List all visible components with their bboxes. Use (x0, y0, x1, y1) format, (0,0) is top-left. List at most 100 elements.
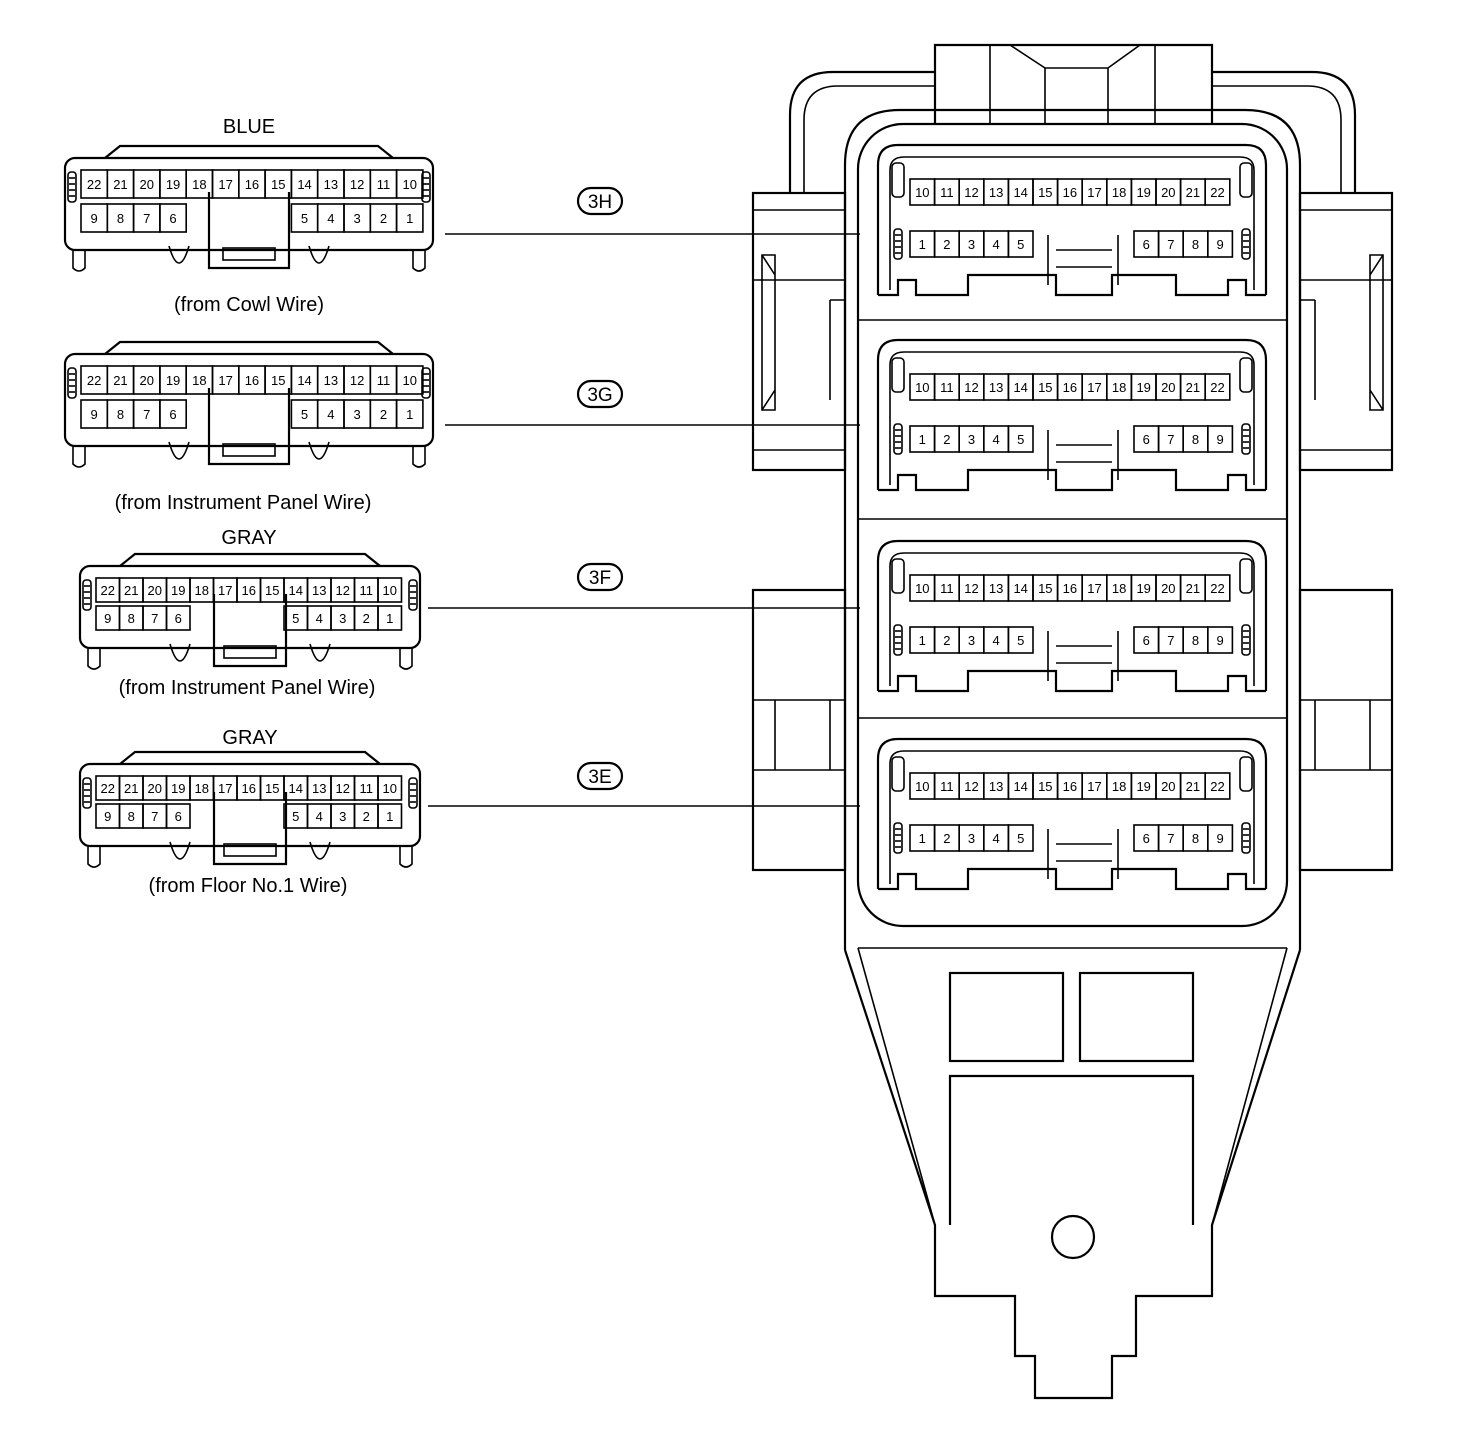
pin-number: 20 (1161, 581, 1175, 596)
pin-number: 22 (101, 583, 115, 598)
lock-stripe (67, 171, 77, 203)
pin-number: 17 (1087, 779, 1101, 794)
pin-number: 18 (192, 177, 206, 192)
guide-rail (1239, 558, 1253, 594)
pin-number: 20 (1161, 779, 1175, 794)
lock-stripe (1241, 423, 1251, 455)
guide-rail (891, 558, 905, 594)
pin-number: 22 (1210, 581, 1224, 596)
pin-cell (395, 365, 424, 395)
pin-number: 10 (915, 380, 929, 395)
pin-number: 7 (143, 211, 150, 226)
pin-number: 9 (104, 611, 111, 626)
pin-number: 11 (360, 781, 374, 796)
pin-number: 13 (324, 373, 338, 388)
pin-number: 6 (169, 407, 176, 422)
pin-number: 11 (377, 373, 391, 388)
lock-stripe (67, 367, 77, 399)
pin-number: 2 (943, 633, 950, 648)
pin-number: 13 (989, 380, 1003, 395)
pin-number: 21 (1186, 185, 1200, 200)
badge-3f-label: 3F (589, 568, 611, 589)
pin-number: 2 (943, 237, 950, 252)
pin-number: 6 (175, 611, 182, 626)
pin-number: 8 (117, 211, 124, 226)
pin-number: 18 (192, 373, 206, 388)
pin-number: 18 (1112, 380, 1126, 395)
pin-number: 11 (360, 583, 374, 598)
pin-number: 14 (1013, 779, 1027, 794)
pin-number: 5 (1017, 633, 1024, 648)
plug-body (63, 156, 435, 252)
pin-cell (165, 803, 191, 829)
pin-number: 4 (316, 611, 323, 626)
junction-block (751, 43, 1394, 1400)
latch-tab (222, 247, 276, 261)
pin-cell (1204, 574, 1231, 602)
pin-number: 18 (1112, 185, 1126, 200)
socket-housing (876, 338, 1268, 490)
pin-cell (1007, 230, 1034, 258)
pin-number: 22 (101, 781, 115, 796)
socket-housing (876, 143, 1268, 295)
pin-number: 11 (940, 380, 954, 395)
pin-number: 3 (968, 432, 975, 447)
pin-number: 4 (327, 407, 334, 422)
pin-number: 15 (265, 583, 279, 598)
pin-number: 10 (383, 781, 397, 796)
pin-number: 5 (1017, 237, 1024, 252)
pin-number: 16 (1063, 380, 1077, 395)
pin-number: 14 (289, 781, 303, 796)
pin-number: 17 (1087, 185, 1101, 200)
plug-body (63, 352, 435, 448)
plug-body (78, 762, 422, 848)
pin-number: 17 (218, 583, 232, 598)
pin-number: 17 (218, 177, 232, 192)
pin-number: 15 (1038, 779, 1052, 794)
pin-number: 5 (292, 809, 299, 824)
pin-number: 9 (1216, 432, 1223, 447)
pin-number: 15 (1038, 581, 1052, 596)
guide-rail (891, 162, 905, 198)
pin-number: 4 (992, 633, 999, 648)
pin-number: 9 (104, 809, 111, 824)
badge-3g: 3G (576, 379, 624, 409)
badge-3h-label: 3H (588, 192, 612, 213)
lock-stripe (893, 822, 903, 854)
socket-housing (876, 737, 1268, 889)
pin-number: 22 (87, 177, 101, 192)
pin-number: 9 (1216, 831, 1223, 846)
pin-number: 19 (171, 781, 185, 796)
pin-number: 19 (1136, 581, 1150, 596)
pin-cell (395, 203, 424, 233)
lock-stripe (893, 624, 903, 656)
lock-stripe (82, 777, 92, 809)
guide-rail (1239, 756, 1253, 792)
pin-number: 9 (1216, 633, 1223, 648)
guide-rail (1239, 357, 1253, 393)
pin-number: 6 (1143, 237, 1150, 252)
pin-number: 14 (297, 177, 311, 192)
pin-number: 1 (919, 237, 926, 252)
pin-number: 21 (124, 583, 138, 598)
pin-number: 5 (301, 211, 308, 226)
pin-number: 13 (312, 583, 326, 598)
leader-lines (428, 233, 860, 807)
pin-number: 2 (943, 432, 950, 447)
pin-number: 14 (289, 583, 303, 598)
pin-number: 19 (1136, 380, 1150, 395)
pin-number: 9 (91, 211, 98, 226)
pin-number: 3 (968, 831, 975, 846)
latch-tab (223, 645, 277, 659)
pin-number: 8 (128, 809, 135, 824)
pin-number: 12 (964, 380, 978, 395)
pin-number: 20 (140, 373, 154, 388)
lock-stripe (421, 367, 431, 399)
pin-number: 12 (336, 781, 350, 796)
pin-cell (377, 803, 403, 829)
pin-number: 1 (406, 211, 413, 226)
pin-number: 14 (1013, 581, 1027, 596)
pin-number: 18 (195, 781, 209, 796)
